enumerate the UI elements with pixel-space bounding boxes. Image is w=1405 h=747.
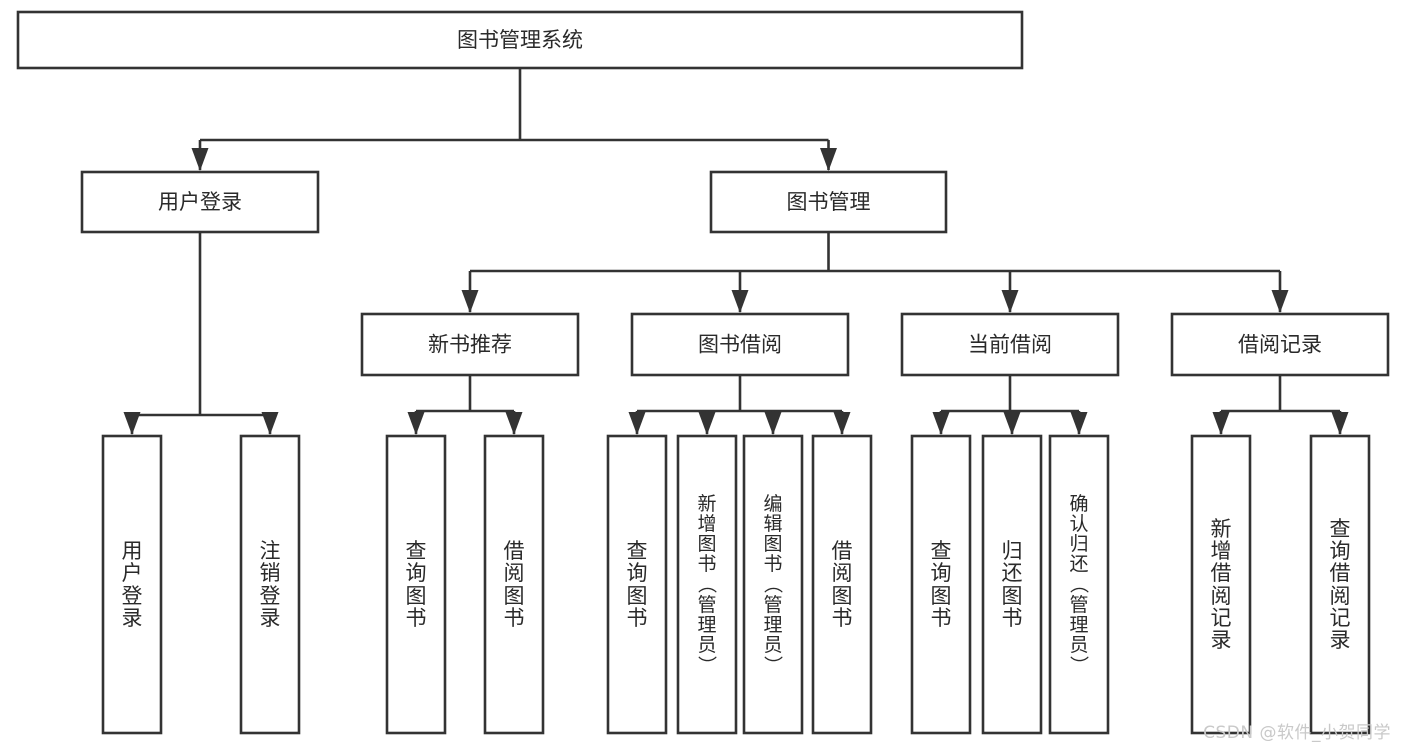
node-leaf-归还图书[interactable] — [981, 434, 1043, 735]
node-leaf-确认归还（管理员）[interactable] — [1048, 434, 1110, 735]
node-leaf-新增借阅记录[interactable] — [1190, 434, 1252, 735]
node-level3-新书推荐[interactable] — [360, 312, 580, 377]
node-level3-借阅记录[interactable] — [1170, 312, 1390, 377]
node-label-level3-1: 图书借阅 — [698, 333, 782, 357]
arrow-head-icon — [1003, 412, 1021, 435]
arrow-head-icon — [731, 290, 749, 313]
watermark-text: CSDN @软件_小贺同学 — [1203, 723, 1391, 743]
node-leaf-编辑图书（管理员）[interactable] — [742, 434, 804, 735]
node-leaf-查询借阅记录[interactable] — [1309, 434, 1371, 735]
node-label-level3-2: 当前借阅 — [968, 333, 1052, 357]
arrow-head-icon — [123, 412, 141, 435]
arrow-head-icon — [1331, 412, 1349, 435]
node-level2-用户登录[interactable] — [80, 170, 320, 234]
node-box-layer — [16, 10, 1390, 735]
arrow-head-icon — [833, 412, 851, 435]
arrow-head-icon — [1070, 412, 1088, 435]
node-label-level2-0: 用户登录 — [158, 190, 242, 214]
arrow-head-icon — [820, 148, 837, 171]
connector-layer — [123, 68, 1349, 435]
arrow-head-icon — [1271, 290, 1289, 313]
node-leaf-注销登录[interactable] — [239, 434, 301, 735]
node-leaf-借阅图书[interactable] — [483, 434, 545, 735]
node-leaf-查询图书[interactable] — [385, 434, 447, 735]
node-level3-图书借阅[interactable] — [630, 312, 850, 377]
arrow-head-icon — [191, 148, 209, 171]
node-leaf-用户登录[interactable] — [101, 434, 163, 735]
arrow-head-icon — [461, 290, 479, 313]
node-leaf-查询图书[interactable] — [910, 434, 972, 735]
arrow-head-icon — [698, 412, 716, 435]
node-level2-图书管理[interactable] — [709, 170, 948, 234]
arrow-head-icon — [628, 412, 646, 435]
arrow-head-icon — [1001, 290, 1019, 313]
arrow-head-icon — [261, 412, 279, 435]
arrow-head-icon — [1212, 412, 1230, 435]
node-leaf-借阅图书[interactable] — [811, 434, 873, 735]
node-leaf-新增图书（管理员）[interactable] — [676, 434, 738, 735]
node-leaf-查询图书[interactable] — [606, 434, 668, 735]
arrow-head-icon — [407, 412, 425, 435]
node-label-level3-0: 新书推荐 — [428, 333, 512, 357]
node-label-root: 图书管理系统 — [457, 28, 583, 52]
node-label-level2-1: 图书管理 — [787, 190, 871, 214]
arrow-head-icon — [764, 412, 782, 435]
node-root-图书管理系统[interactable] — [16, 10, 1024, 70]
arrow-head-icon — [932, 412, 950, 435]
node-level3-当前借阅[interactable] — [900, 312, 1120, 377]
node-label-level3-3: 借阅记录 — [1238, 333, 1322, 357]
arrow-head-icon — [505, 412, 523, 435]
